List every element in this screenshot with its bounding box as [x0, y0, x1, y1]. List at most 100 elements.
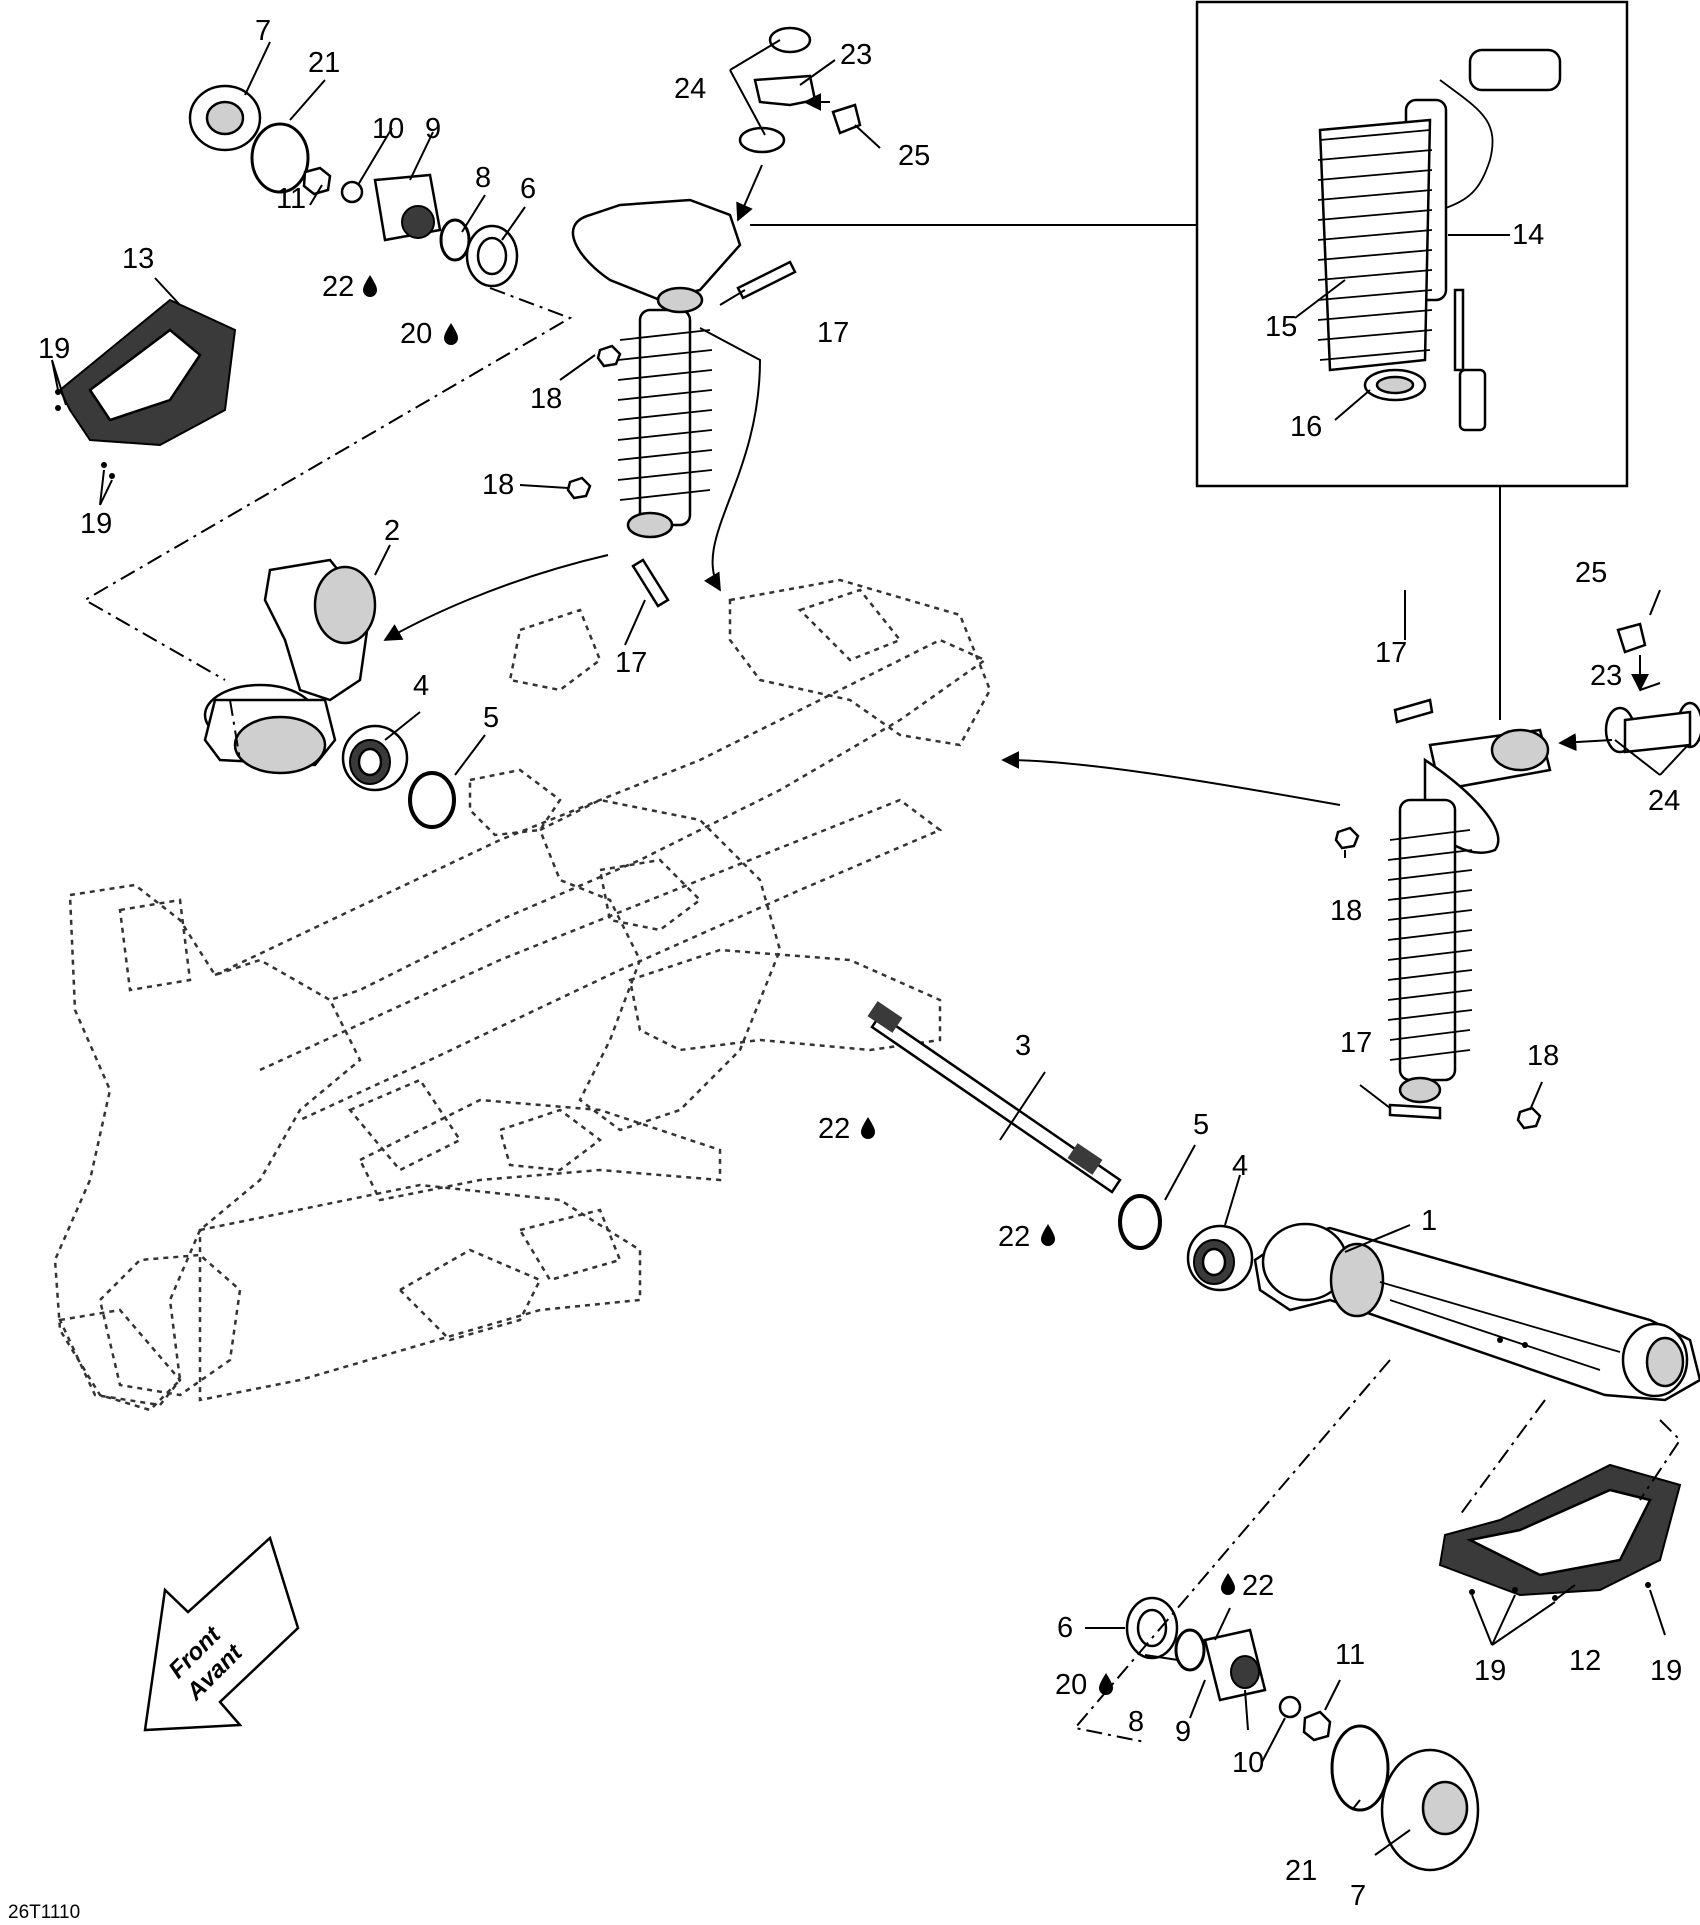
inset-spring-seat — [1363, 368, 1427, 402]
cap-lower — [1380, 1748, 1480, 1872]
callout-22: 22 — [1242, 1570, 1274, 1602]
callout-15: 15 — [1265, 311, 1297, 343]
callout-19: 19 — [1474, 1655, 1506, 1687]
drop-icon — [363, 275, 377, 297]
seal-lower — [1174, 1628, 1206, 1672]
nut-upper — [302, 166, 332, 196]
callout-22: 22 — [818, 1113, 850, 1145]
screw-19-set — [55, 389, 1651, 1601]
callout-14: 14 — [1512, 219, 1544, 251]
callout-7: 7 — [1350, 1880, 1366, 1912]
callout-11: 11 — [1335, 1639, 1365, 1671]
bearing-lower — [1186, 1224, 1254, 1292]
callout-4: 4 — [413, 670, 429, 702]
callout-6: 6 — [520, 173, 536, 205]
guard-lower — [1438, 1463, 1682, 1597]
bearing-upper — [341, 724, 409, 792]
callout-4: 4 — [1232, 1150, 1248, 1182]
figure-code: 26T1110 — [8, 1902, 80, 1923]
callout-24: 24 — [1648, 785, 1680, 817]
callout-17: 17 — [1375, 637, 1407, 669]
callout-13: 13 — [122, 243, 154, 275]
bushing-lower — [1203, 1628, 1267, 1702]
callout-2: 2 — [384, 515, 400, 547]
rubber-strap-lower — [1616, 622, 1647, 654]
callout-18: 18 — [482, 469, 514, 501]
washer-upper — [340, 180, 364, 204]
callout-20: 20 — [1055, 1669, 1087, 1701]
callout-19: 19 — [38, 333, 70, 365]
reservoir-clamp-lower — [1604, 701, 1700, 754]
reservoir-clamp-upper — [738, 26, 817, 154]
drop-icon — [861, 1117, 875, 1139]
callout-6: 6 — [1057, 1612, 1073, 1644]
callout-5: 5 — [483, 702, 499, 734]
callouts: 1 2 3 4 4 5 5 6 6 7 7 8 8 9 9 10 10 11 1… — [38, 15, 1682, 1912]
inset-spring — [1317, 118, 1433, 372]
callout-18: 18 — [1330, 895, 1362, 927]
pivot-axle — [867, 1001, 1122, 1194]
nut-18b — [566, 476, 592, 500]
drop-icon — [1221, 1573, 1235, 1595]
callout-11: 11 — [276, 183, 306, 215]
callout-7: 7 — [255, 15, 271, 47]
callout-8: 8 — [475, 162, 491, 194]
callout-8: 8 — [1128, 1706, 1144, 1738]
callout-17: 17 — [1340, 1027, 1372, 1059]
dust-cap-upper — [465, 224, 519, 288]
seal-ring-lower — [1330, 1724, 1390, 1812]
callout-17: 17 — [615, 647, 647, 679]
inset-reservoir — [1439, 48, 1562, 211]
callout-21: 21 — [1285, 1855, 1317, 1887]
circlip-upper — [408, 771, 456, 829]
callout-19: 19 — [1650, 1655, 1682, 1687]
seal-ring-upper — [250, 122, 310, 194]
callout-23: 23 — [1590, 660, 1622, 692]
callout-20: 20 — [400, 318, 432, 350]
inset-box — [1195, 0, 1629, 488]
linkage-bracket — [203, 558, 377, 775]
callout-9: 9 — [1175, 1716, 1191, 1748]
dust-cap-lower — [1125, 1596, 1179, 1660]
callout-25: 25 — [898, 140, 930, 172]
callout-19: 19 — [80, 508, 112, 540]
drop-icon — [1099, 1673, 1113, 1695]
callout-23: 23 — [840, 39, 872, 71]
drop-icon — [444, 323, 458, 345]
nut-18c — [1334, 826, 1360, 850]
callout-18: 18 — [1527, 1040, 1559, 1072]
callout-24: 24 — [674, 73, 706, 105]
washer-lower — [1278, 1695, 1302, 1719]
rubber-strap-upper — [831, 103, 862, 135]
circlip-lower — [1118, 1194, 1162, 1250]
callout-25: 25 — [1575, 557, 1607, 589]
callout-5: 5 — [1193, 1109, 1209, 1141]
bolt-17d — [1388, 1103, 1442, 1120]
swing-arm — [1253, 1222, 1700, 1402]
callout-22: 22 — [322, 271, 354, 303]
nut-18d — [1516, 1106, 1542, 1130]
shock-absorber-lower — [1387, 728, 1552, 1104]
shock-absorber-upper — [571, 198, 742, 539]
bolt-17a — [736, 260, 797, 300]
bolt-17b — [631, 558, 670, 608]
callout-9: 9 — [425, 113, 441, 145]
callout-17: 17 — [817, 317, 849, 349]
nut-18a — [596, 344, 622, 368]
seal-upper — [439, 218, 471, 262]
callout-1: 1 — [1421, 1205, 1437, 1237]
callout-16: 16 — [1290, 411, 1322, 443]
vehicle-frame — [53, 578, 992, 1412]
callout-10: 10 — [1232, 1747, 1264, 1779]
front-direction-arrow: Front Avant — [143, 1535, 300, 1732]
guard-upper — [58, 298, 237, 447]
callout-3: 3 — [1015, 1030, 1031, 1062]
bushing-upper — [373, 173, 442, 242]
callout-10: 10 — [372, 113, 404, 145]
callout-18: 18 — [530, 383, 562, 415]
callout-21: 21 — [308, 47, 340, 79]
nut-lower — [1302, 1710, 1332, 1742]
cap-upper — [188, 84, 262, 152]
bolt-17c — [1393, 698, 1434, 724]
